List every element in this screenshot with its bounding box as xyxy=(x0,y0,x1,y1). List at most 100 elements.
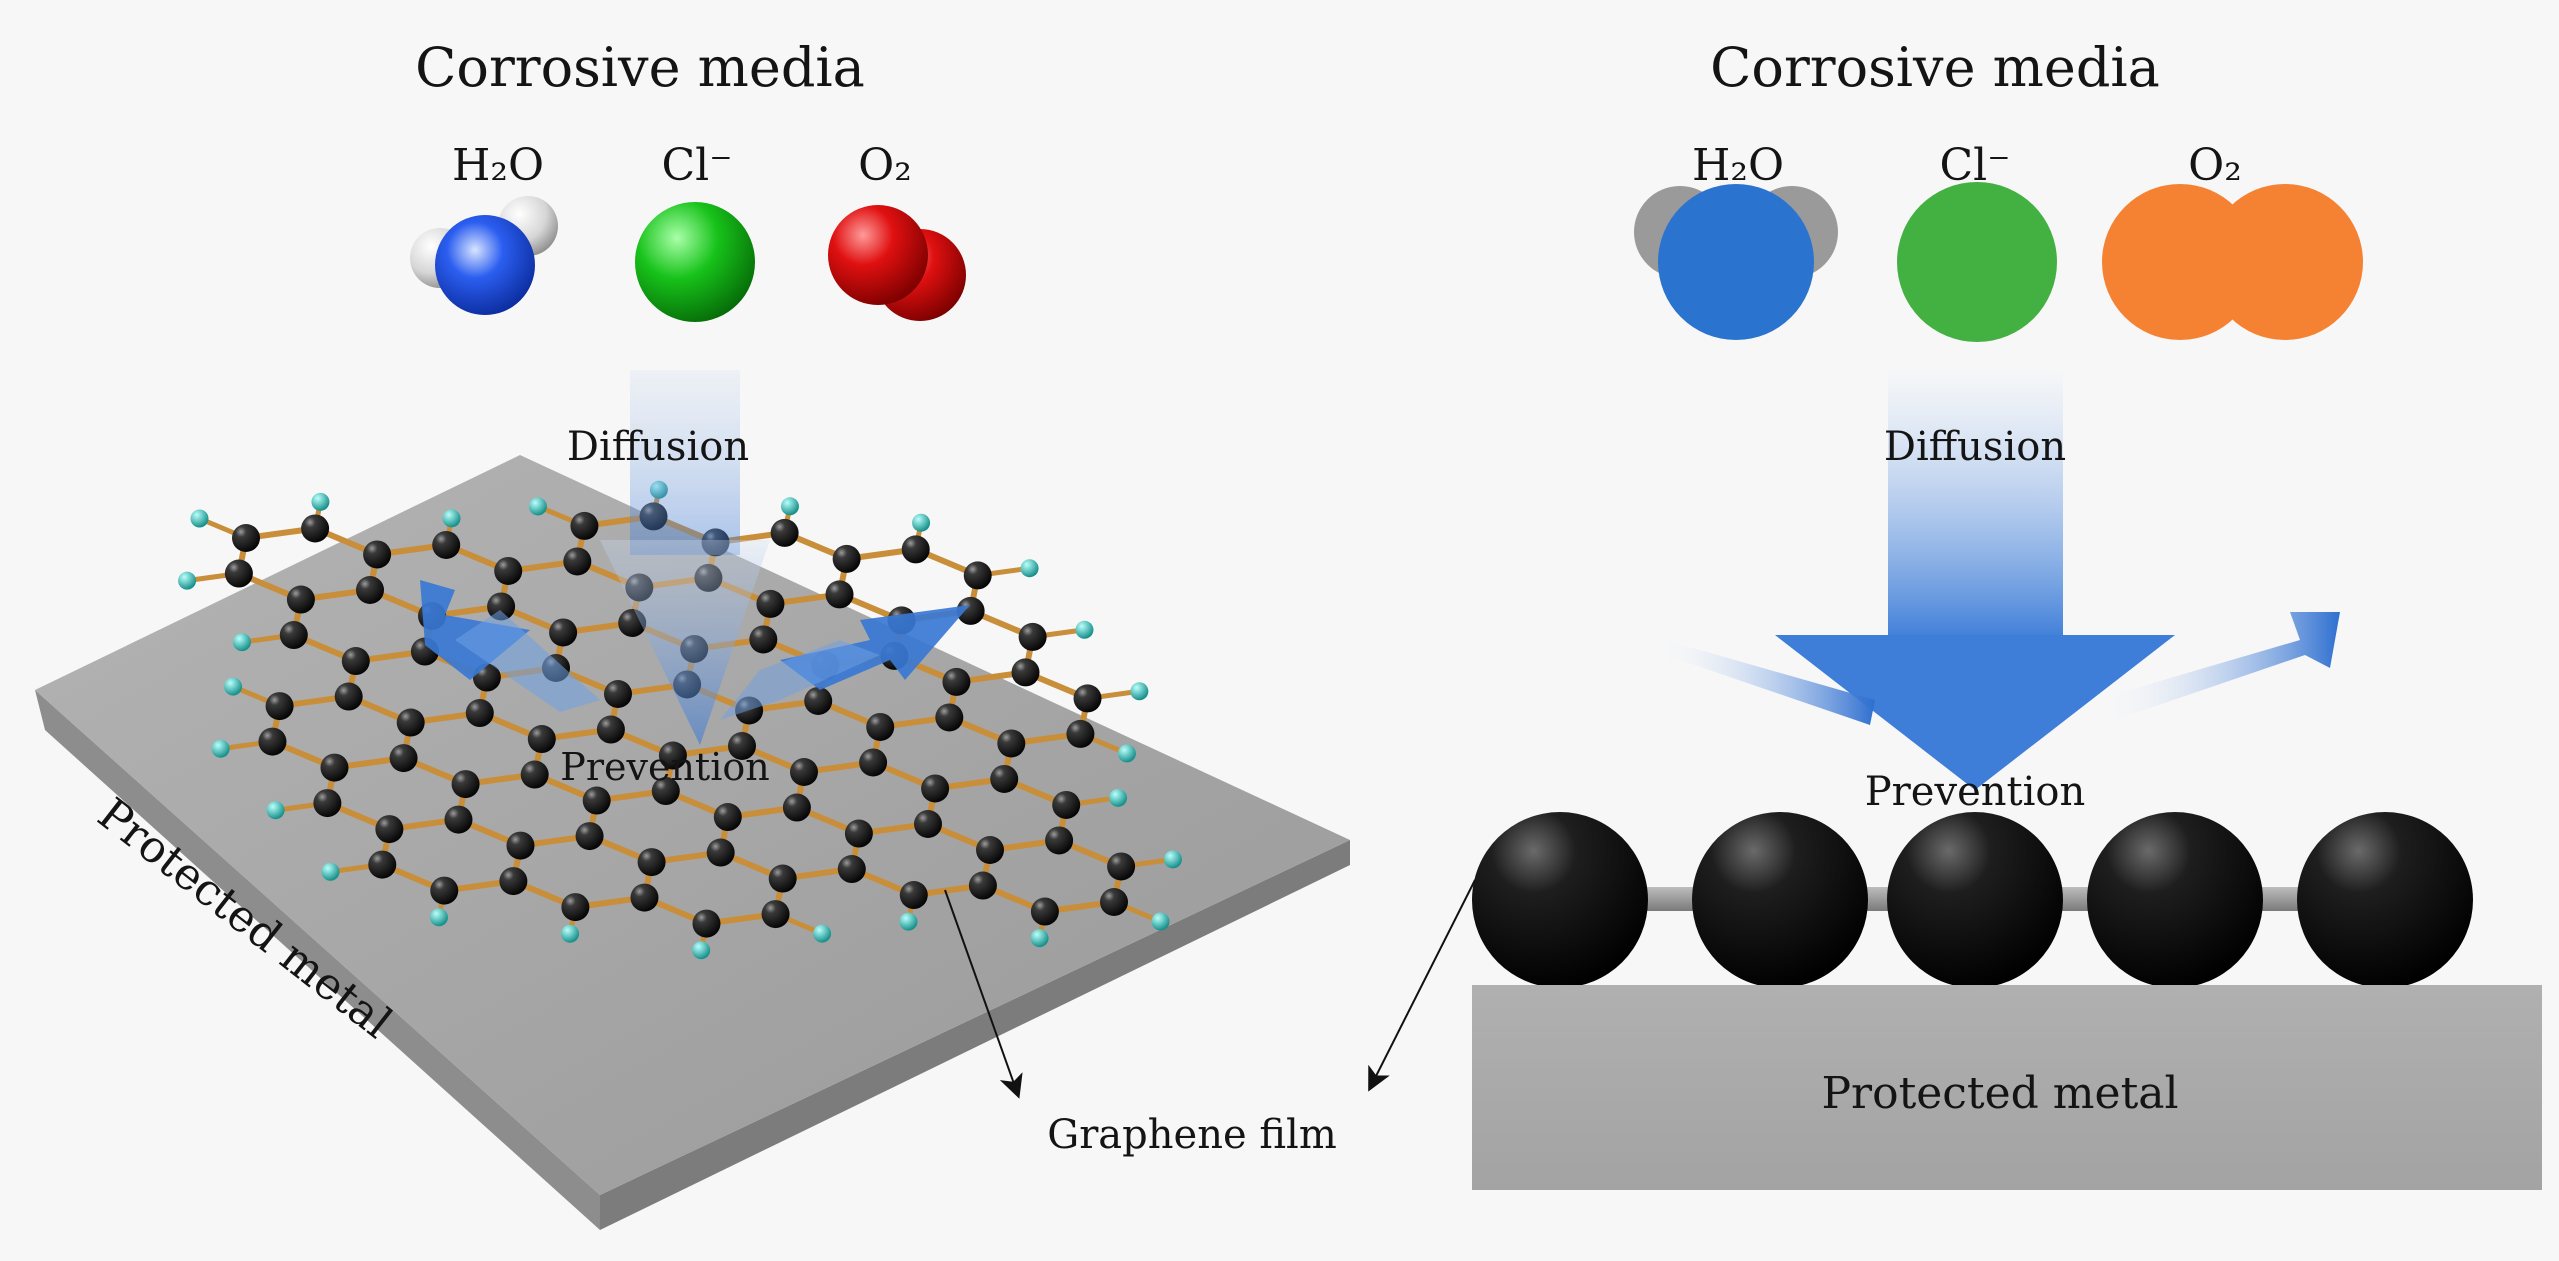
carbon-atom xyxy=(506,831,535,860)
carbon-atom xyxy=(279,621,308,650)
carbon-atom xyxy=(334,682,363,711)
carbon-atom xyxy=(487,592,516,621)
carbon-atom xyxy=(630,883,659,912)
hydrogen-atom xyxy=(1163,850,1182,869)
carbon-atom xyxy=(768,864,797,893)
carbon-atom xyxy=(465,699,494,728)
hydrogen-atom xyxy=(1109,788,1128,807)
carbon-atom xyxy=(997,729,1026,758)
carbon-atom xyxy=(575,822,604,851)
carbon-atom xyxy=(604,680,632,708)
carbon-atom xyxy=(2297,812,2473,988)
left-label-cl: Cl⁻ xyxy=(662,140,733,191)
right-deflect-arrow-left xyxy=(1650,612,1875,725)
graphene-film-callout: Graphene film xyxy=(944,879,1476,1158)
oxygen-molecule-flat-icon xyxy=(2102,184,2363,340)
carbon-atom xyxy=(527,725,556,754)
carbon-atom xyxy=(1472,812,1648,988)
carbon-atom xyxy=(761,900,790,929)
left-diffusion-label: Diffusion xyxy=(567,424,749,470)
carbon-atom xyxy=(1073,684,1102,713)
carbon-atom xyxy=(232,524,260,552)
hydrogen-atom xyxy=(780,497,799,516)
left-label-o2: O₂ xyxy=(858,140,912,191)
hydrogen-atom xyxy=(321,862,340,881)
carbon-atom xyxy=(1107,852,1136,881)
carbon-atom xyxy=(637,848,666,877)
carbon-atom xyxy=(990,764,1019,793)
right-deflect-arrow-right xyxy=(2095,612,2340,725)
carbon-atom xyxy=(749,625,778,654)
carbon-atom xyxy=(1045,826,1074,855)
hydrogen-atom xyxy=(178,571,197,590)
carbon-atom xyxy=(976,836,1004,864)
right-diffusion-label: Diffusion xyxy=(1884,424,2066,470)
carbon-atom xyxy=(651,777,680,806)
carbon-atom xyxy=(356,576,384,604)
carbon-atom xyxy=(224,559,253,588)
carbon-atom xyxy=(549,618,578,647)
hydrogen-atom xyxy=(311,492,330,511)
right-panel: Corrosive media H₂O Cl⁻ O₂ Diffusion xyxy=(1472,36,2542,1190)
hydrogen-atom xyxy=(266,801,285,820)
chloride-ion-icon xyxy=(635,202,755,322)
hydrogen-atom xyxy=(561,924,580,943)
carbon-atom xyxy=(1011,658,1040,687)
carbon-atom xyxy=(692,909,721,938)
left-label-h2o: H₂O xyxy=(452,140,544,191)
carbon-atom xyxy=(914,810,942,838)
carbon-atom xyxy=(837,855,866,884)
callout-line-left xyxy=(944,889,1023,1099)
carbon-atom xyxy=(265,692,294,721)
right-diffusion-arrow xyxy=(1775,370,2175,790)
hydrogen-atom xyxy=(1151,912,1170,931)
carbon-atom xyxy=(658,741,687,770)
hydrogen-atom xyxy=(232,633,251,652)
carbon-atom xyxy=(582,786,611,815)
oxygen-molecule-icon xyxy=(828,205,966,321)
left-panel: Corrosive media H₂O Cl⁻ O₂ Diffusion xyxy=(35,36,1350,1230)
carbon-atom xyxy=(563,547,592,576)
right-metal-label: Protected metal xyxy=(1821,1068,2178,1119)
carbon-atom xyxy=(956,596,985,625)
carbon-atom xyxy=(1030,897,1059,926)
carbon-atom xyxy=(825,580,854,609)
right-prevention-label: Prevention xyxy=(1865,769,2085,815)
carbon-atom xyxy=(494,556,523,585)
carbon-atom xyxy=(363,540,392,569)
carbon-atom xyxy=(451,770,480,799)
carbon-atom xyxy=(756,589,785,618)
carbon-atom xyxy=(375,815,404,844)
carbon-atom xyxy=(1887,812,2063,988)
callout-label: Graphene film xyxy=(1047,1112,1337,1158)
carbon-atom xyxy=(832,544,861,573)
carbon-atom xyxy=(1100,888,1128,916)
carbon-atom xyxy=(859,748,888,777)
hydrogen-atom xyxy=(528,497,547,516)
left-metal-slab xyxy=(35,455,1350,1230)
right-metal-block xyxy=(1472,985,2542,1190)
left-deflect-arrow-left xyxy=(420,580,600,712)
carbon-atom xyxy=(258,727,287,756)
left-metal-slab-side-left xyxy=(35,690,600,1230)
carbon-atom xyxy=(901,535,930,564)
carbon-atom xyxy=(520,760,549,789)
right-title: Corrosive media xyxy=(1710,36,2160,99)
callout-line-right xyxy=(1368,879,1476,1092)
hydrogen-atom xyxy=(190,509,209,528)
hydrogen-atom xyxy=(211,739,230,758)
carbon-atom xyxy=(942,667,971,696)
left-metal-slab-side-right xyxy=(600,840,1350,1230)
hydrogen-atom xyxy=(813,924,832,943)
left-deflect-arrow-right xyxy=(720,605,970,720)
carbon-atom xyxy=(790,758,818,786)
carbon-atom xyxy=(286,585,315,614)
carbon-atom xyxy=(1692,812,1868,988)
graphene-cross-section xyxy=(1472,812,2473,988)
right-label-h2o: H₂O xyxy=(1692,140,1784,191)
carbon-atom xyxy=(963,561,992,590)
carbon-atom xyxy=(432,530,461,559)
carbon-atom xyxy=(935,703,964,732)
carbon-atom xyxy=(1018,622,1047,651)
